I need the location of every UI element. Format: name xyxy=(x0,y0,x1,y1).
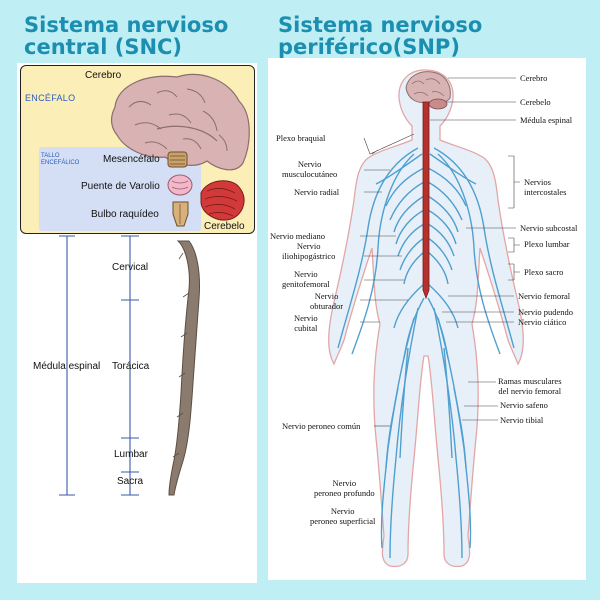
nervio-genitofemoral-label: Nervio genitofemoral xyxy=(282,269,330,289)
nervio-genitofemoral-line2: genitofemoral xyxy=(282,278,330,289)
cerebelo-illustration xyxy=(200,180,245,221)
nervio-mediano-label: Nervio mediano xyxy=(270,231,325,241)
nervio-peroneo-profundo-line1: Nervio xyxy=(332,478,357,488)
nervio-cubital-label: Nervio cubital xyxy=(294,313,318,333)
nervio-peroneo-superficial-label: Nervio peroneo superficial xyxy=(310,506,376,526)
mesencefalo-illustration xyxy=(167,151,188,168)
cervical-label: Cervical xyxy=(112,262,149,273)
medula-espinal-illustration xyxy=(168,240,200,496)
tallo-encefalico-label: TALLO ENCEFÁLICO xyxy=(41,153,79,167)
nervio-obturador-line1: Nervio xyxy=(314,291,339,301)
nervio-peroneo-superficial-line2: peroneo superficial xyxy=(310,515,376,526)
nerve-network xyxy=(337,147,515,559)
snp-brain-illustration xyxy=(405,71,451,110)
plexo-braquial-label: Plexo braquial xyxy=(276,133,326,143)
encefalo-label: ENCÉFALO xyxy=(25,93,76,103)
nervio-peroneo-superficial-line1: Nervio xyxy=(330,506,355,516)
plexo-lumbar-label: Plexo lumbar xyxy=(524,239,570,249)
tallo-line2: ENCEFÁLICO xyxy=(41,160,80,166)
puente-de-varolio-illustration xyxy=(167,174,193,196)
bulbo-raquideo-label: Bulbo raquídeo xyxy=(91,209,159,220)
leader-lines xyxy=(360,77,520,427)
ramas-musculares-label: Ramas musculares del nervio femoral xyxy=(498,376,562,396)
nervio-musculocutaneo-line1: Nervio xyxy=(297,159,322,169)
segment-scale-right xyxy=(121,235,139,496)
nervio-obturador-line2: obturador xyxy=(310,300,344,311)
snc-title-line1: Sistema nervioso xyxy=(24,13,229,37)
snp-cerebelo-label: Cerebelo xyxy=(520,97,551,107)
nervio-peroneo-profundo-line2: peroneo profundo xyxy=(314,487,375,498)
snp-cerebro-label: Cerebro xyxy=(520,73,548,83)
nervios-intercostales-line2: intercostales xyxy=(524,186,567,197)
nervio-genitofemoral-line1: Nervio xyxy=(294,269,318,279)
snc-panel: Cerebro ENCÉFALO TALLO ENCEFÁLICO Mesenc… xyxy=(17,63,257,583)
bulbo-raquideo-illustration xyxy=(172,201,189,227)
lumbar-label: Lumbar xyxy=(114,449,148,460)
nervio-ciatico-label: Nervio ciático xyxy=(518,317,567,327)
cerebro-illustration xyxy=(110,73,250,171)
mesencefalo-label: Mesencéfalo xyxy=(103,154,160,165)
sacra-label: Sacra xyxy=(117,476,144,487)
nervios-intercostales-label: Nervios intercostales xyxy=(524,177,567,197)
nervio-cubital-line2: cubital xyxy=(294,322,318,333)
cerebro-label: Cerebro xyxy=(85,70,122,81)
plexo-sacro-label: Plexo sacro xyxy=(524,267,564,277)
nervio-obturador-label: Nervio obturador xyxy=(310,291,344,311)
snp-panel: Cerebro Cerebelo Médula espinal Nervios … xyxy=(268,58,586,580)
nervio-subcostal-label: Nervio subcostal xyxy=(520,223,578,233)
tallo-line1: TALLO xyxy=(41,153,60,159)
medula-espinal-label: Médula espinal xyxy=(33,361,101,372)
nervio-femoral-label: Nervio femoral xyxy=(518,291,571,301)
nervio-tibial-label: Nervio tibial xyxy=(500,415,544,425)
ramas-musculares-line2: del nervio femoral xyxy=(498,385,562,396)
snc-illustration xyxy=(59,73,250,496)
nervio-peroneo-profundo-label: Nervio peroneo profundo xyxy=(314,478,375,498)
snp-spinal-cord xyxy=(422,101,430,300)
nervios-intercostales-line1: Nervios xyxy=(524,177,551,187)
nervio-iliohipogastrico-line1: Nervio xyxy=(296,241,321,251)
snp-medula-espinal-label: Médula espinal xyxy=(520,115,573,125)
ramas-musculares-line1: Ramas musculares xyxy=(498,376,562,386)
snp-title-line1: Sistema nervioso xyxy=(278,13,483,37)
medula-scale-left xyxy=(59,235,75,496)
nervio-peroneo-comun-label: Nervio peroneo común xyxy=(282,421,361,431)
cerebelo-label: Cerebelo xyxy=(204,221,245,232)
puente-de-varolio-label: Puente de Varolio xyxy=(81,181,160,192)
nervio-musculocutaneo-line2: musculocutáneo xyxy=(282,168,338,179)
snp-illustration xyxy=(328,69,524,568)
nervio-radial-label: Nervio radial xyxy=(294,187,340,197)
snp-title: Sistema nervioso periférico(SNP) xyxy=(278,14,482,58)
nervio-pudendo-label: Nervio pudendo xyxy=(518,307,574,317)
nervio-iliohipogastrico-line2: iliohipogástrico xyxy=(282,250,336,261)
snc-title-line2: central (SNC) xyxy=(24,35,183,59)
snp-title-line2: periférico(SNP) xyxy=(278,35,460,59)
nervio-iliohipogastrico-label: Nervio iliohipogástrico xyxy=(282,241,336,261)
snc-title: Sistema nervioso central (SNC) xyxy=(24,14,228,58)
nervio-musculocutaneo-label: Nervio musculocutáneo xyxy=(282,159,338,179)
toracica-label: Torácica xyxy=(112,361,150,372)
nervio-cubital-line1: Nervio xyxy=(294,313,318,323)
nervio-safeno-label: Nervio safeno xyxy=(500,400,548,410)
